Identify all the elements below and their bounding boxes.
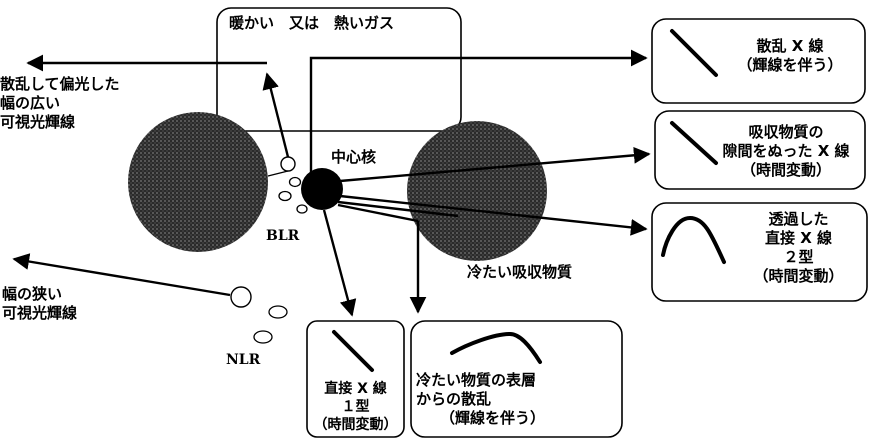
blr-label: BLR — [266, 228, 300, 244]
nlr-cloud — [230, 286, 252, 308]
arrow-core-to-cold-absorber — [337, 200, 459, 218]
scattered-xray-label: 散乱 X 線 （輝線を伴う） — [720, 37, 860, 75]
line-spectrum-icon — [332, 330, 374, 372]
leaked-xray-box — [654, 110, 866, 190]
scattered-broad-line-label: 散乱して偏光した 幅の広い 可視光輝線 — [0, 75, 120, 132]
leaked-xray-label: 吸収物質の 隙間をぬった X 線 （時間変動） — [710, 123, 862, 180]
surface-scatter-box — [410, 320, 623, 438]
arrow-narrow-line — [12, 253, 231, 297]
label-line: 冷たい物質の表層 — [416, 371, 537, 389]
arrow-blr-to-warm-gas — [262, 72, 290, 158]
scattered-xray-box — [651, 18, 866, 104]
line-spectrum-icon — [670, 29, 718, 77]
blr-cloud — [296, 204, 308, 214]
direct-xray-type1-label: 直接 X 線 １型 （時間変動） — [307, 380, 404, 434]
cold-absorber-label: 冷たい吸収物質 — [467, 263, 573, 281]
label-line: 吸収物質の — [748, 123, 824, 141]
label-line: 幅の狭い — [2, 285, 63, 303]
arrow-core-to-absorber-surface — [337, 203, 419, 223]
blr-cloud — [280, 156, 296, 172]
label-line: 可視光輝線 — [2, 304, 78, 322]
arrow-core-to-scattered-xray — [309, 49, 648, 176]
transmitted-xray-box — [651, 202, 868, 302]
label-line: 直接 X 線 — [324, 381, 387, 397]
core-label: 中心核 — [331, 148, 377, 166]
warm-gas-box — [216, 7, 462, 132]
label-line: ２型 — [783, 248, 814, 266]
label-line: （時間変動） — [753, 267, 844, 285]
label-line: 透過した — [768, 210, 829, 228]
line-spectrum-icon — [670, 121, 718, 165]
nlr-cloud — [268, 305, 288, 319]
surface-scatter-label: 冷たい物質の表層 からの散乱 （輝線を伴う） — [416, 371, 622, 428]
central-core — [301, 168, 343, 210]
blr-cloud — [278, 190, 292, 202]
narrow-line-label: 幅の狭い 可視光輝線 — [2, 285, 77, 323]
label-line: （輝線を伴う） — [737, 56, 843, 74]
warm-gas-label: 暖かい 又は 熱いガス — [229, 14, 395, 32]
label-line: （時間変動） — [740, 161, 831, 179]
label-line: 散乱して偏光した — [0, 75, 120, 93]
blr-cloud — [288, 176, 302, 188]
arrow-core-to-direct-xray — [322, 209, 357, 317]
blr-connector — [267, 170, 289, 177]
torus-right — [407, 121, 547, 261]
label-line: １型 — [341, 399, 370, 415]
label-line: 幅の広い — [0, 94, 61, 112]
hump-spectrum-icon — [450, 331, 542, 364]
label-line: 可視光輝線 — [0, 113, 76, 131]
arrow-core-to-leaked-xray — [339, 146, 651, 183]
nlr-cloud — [253, 330, 273, 344]
arrow-core-to-transmitted-xray — [339, 194, 648, 236]
label-line: 隙間をぬった X 線 — [722, 142, 850, 160]
transmitted-xray-label: 透過した 直接 X 線 ２型 （時間変動） — [736, 210, 861, 286]
hump-spectrum-icon — [661, 215, 726, 264]
torus-left — [128, 112, 268, 252]
label-line: 直接 X 線 — [764, 229, 832, 247]
label-line: （時間変動） — [313, 417, 398, 433]
nlr-label: NLR — [226, 352, 261, 368]
direct-xray-type1-box — [306, 320, 405, 438]
label-line: からの散乱 — [416, 390, 492, 408]
label-line: 散乱 X 線 — [756, 37, 824, 55]
label-line: （輝線を伴う） — [440, 409, 546, 427]
